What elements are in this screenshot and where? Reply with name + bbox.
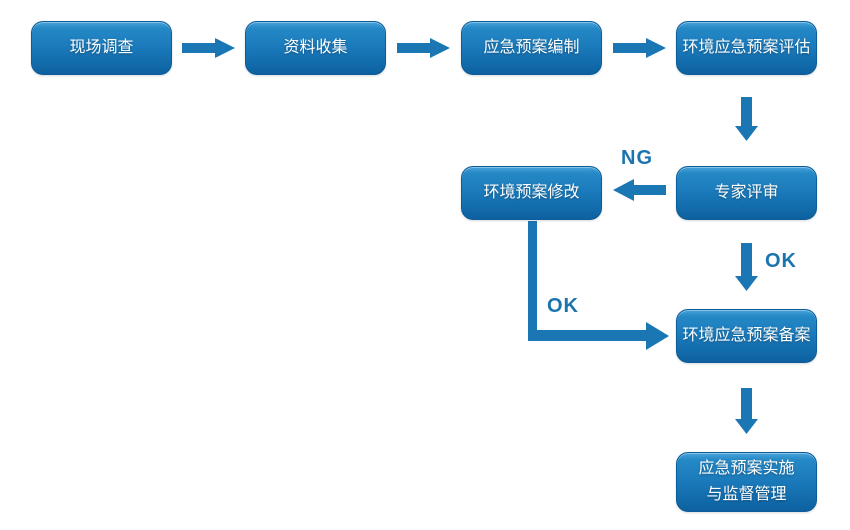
flow-node-expert-review: 专家评审 <box>676 166 817 220</box>
edge-label-ok-revision-filing: OK <box>547 295 579 317</box>
flow-node-data-collection: 资料收集 <box>245 21 386 75</box>
flow-node-plan-evaluation: 环境应急预案评估 <box>676 21 817 75</box>
connector-evaluation-to-review <box>735 97 758 141</box>
connector-review-to-revision-ng <box>613 179 666 201</box>
connector-review-to-filing-ok <box>735 243 758 291</box>
edge-label-ok-review-filing: OK <box>765 250 797 272</box>
connector-filing-to-implementation <box>735 388 758 434</box>
connector-revision-to-filing-ok <box>528 221 669 350</box>
flow-node-site-survey: 现场调查 <box>31 21 172 75</box>
connector-compilation-to-evaluation <box>613 38 666 58</box>
flow-node-plan-filing: 环境应急预案备案 <box>676 309 817 363</box>
connector-survey-to-collection <box>182 38 235 58</box>
flow-node-implementation: 应急预案实施 与监督管理 <box>676 452 817 512</box>
edge-label-ng: NG <box>621 147 653 169</box>
flow-node-plan-revision: 环境预案修改 <box>461 166 602 220</box>
connector-collection-to-compilation <box>397 38 450 58</box>
flow-node-plan-compilation: 应急预案编制 <box>461 21 602 75</box>
